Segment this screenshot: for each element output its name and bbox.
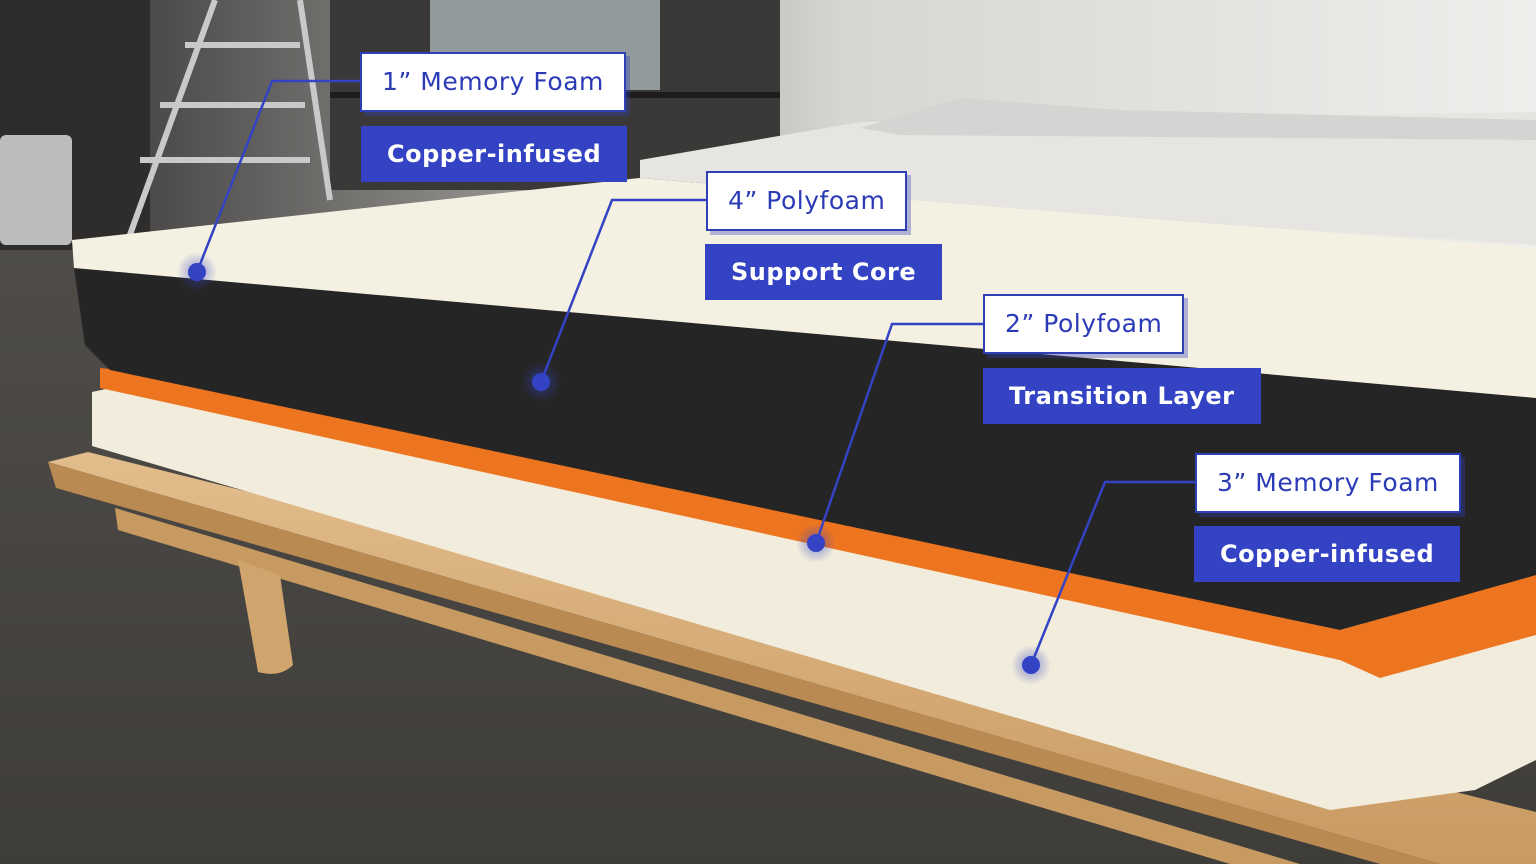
dark-support-core-layer: [74, 268, 1536, 630]
background-mattress: [640, 112, 1536, 245]
orange-transition-layer: [100, 368, 1536, 678]
marker-dot-4: [1022, 656, 1040, 674]
callout-2-description-badge: Support Core: [705, 244, 943, 300]
marker-dot-2: [532, 373, 550, 391]
callout-2-layer-label: 4” Polyfoam: [706, 171, 908, 231]
callout-1-description-badge: Copper-infused: [361, 126, 628, 182]
bed-frame-side: [48, 462, 1440, 864]
marker-dot-1: [188, 263, 206, 281]
leader-line-4: [1029, 480, 1195, 666]
callout-4-description-badge: Copper-infused: [1194, 526, 1461, 582]
callout-3-layer-label: 2” Polyfoam: [983, 294, 1185, 354]
bed-frame-rail: [115, 508, 1300, 864]
storage-bin-left: [0, 135, 72, 245]
layer-marker-dots: [177, 252, 1051, 685]
leader-line-1: [195, 79, 360, 273]
callout-3-description-badge: Transition Layer: [983, 368, 1261, 424]
callout-1-layer-label: 1” Memory Foam: [360, 52, 626, 112]
leader-line-3: [814, 322, 983, 544]
leader-line-2: [539, 198, 706, 383]
background-bedding: [860, 98, 1536, 140]
marker-dot-3: [807, 534, 825, 552]
bottom-memory-foam-layer: [92, 388, 1536, 810]
bed-leg: [238, 560, 293, 674]
leader-lines: [195, 79, 1195, 666]
callout-4-layer-label: 3” Memory Foam: [1195, 453, 1461, 513]
